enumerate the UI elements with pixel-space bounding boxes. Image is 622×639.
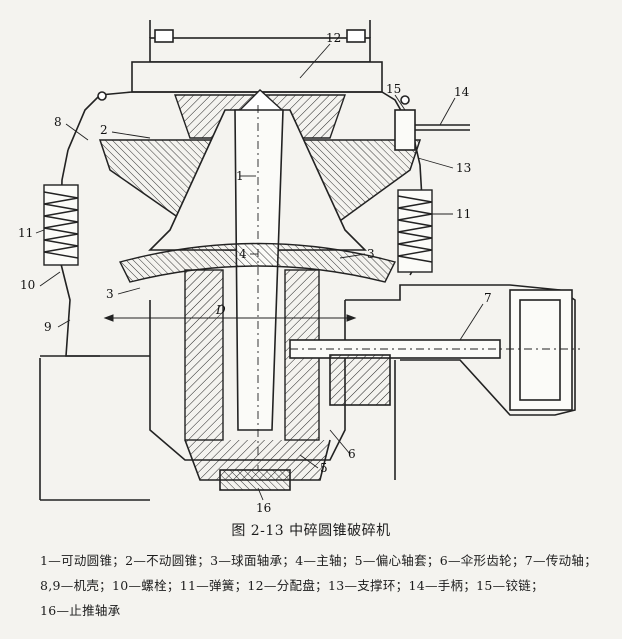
lower-housing xyxy=(40,300,396,501)
main-shaft xyxy=(234,105,284,470)
legend-item: 16—止推轴承 xyxy=(40,603,121,618)
callout-4: 4 xyxy=(239,247,247,261)
callout-8: 8 xyxy=(54,115,62,129)
legend-item: 5—偏心轴套； xyxy=(354,553,440,568)
spring-right xyxy=(397,189,433,273)
drive-shaft-housing xyxy=(289,284,580,416)
callout-7: 7 xyxy=(484,291,492,305)
callout-11-left: 11 xyxy=(18,226,33,240)
callout-6: 6 xyxy=(348,447,356,461)
legend-item: 1—可动圆锥； xyxy=(40,553,126,568)
spring-left xyxy=(43,184,79,266)
callout-16: 16 xyxy=(256,501,271,515)
legend-item: 6—伞形齿轮； xyxy=(439,553,525,568)
dimension-d-label: D xyxy=(215,303,226,317)
legend-item: 2—不动圆锥； xyxy=(125,553,211,568)
callout-5: 5 xyxy=(320,461,328,475)
crusher-drawing: 1 2 3 3 4 5 6 7 8 9 10 11 11 12 13 14 15… xyxy=(18,20,580,515)
legend-item: 3—球面轴承； xyxy=(210,553,296,568)
legend-item: 4—主轴； xyxy=(295,553,355,568)
callouts: 1 2 3 3 4 5 6 7 8 9 10 11 11 12 13 14 15… xyxy=(18,31,492,515)
legend-item: 13—支撑环； xyxy=(327,578,409,593)
callout-14: 14 xyxy=(454,85,470,99)
legend-item: 15—铰链； xyxy=(476,578,544,593)
callout-9: 9 xyxy=(44,320,52,334)
callout-3-left: 3 xyxy=(106,287,114,301)
callout-2: 2 xyxy=(100,123,108,137)
legend-item: 10—螺栓； xyxy=(111,578,180,593)
callout-10: 10 xyxy=(20,278,35,292)
legend-item: 14—手柄； xyxy=(408,578,477,593)
figure-caption: 图 2-13 中碎圆锥破碎机 xyxy=(231,523,391,539)
callout-15: 15 xyxy=(386,82,401,96)
figure-legend: 1—可动圆锥；2—不动圆锥；3—球面轴承；4—主轴；5—偏心轴套；6—伞形齿轮；… xyxy=(40,548,600,623)
callout-3-right: 3 xyxy=(367,247,375,261)
callout-1: 1 xyxy=(236,169,244,183)
legend-item: 12—分配盘； xyxy=(247,578,328,593)
callout-11-right: 11 xyxy=(456,207,471,221)
callout-12: 12 xyxy=(326,31,341,45)
callout-13: 13 xyxy=(456,161,471,175)
legend-item: 11—弹簧； xyxy=(179,578,248,593)
leader-lines xyxy=(35,43,484,501)
dimension-line xyxy=(103,314,357,322)
legend-item: 8,9—机壳； xyxy=(40,578,112,593)
legend-item: 7—传动轴； xyxy=(524,553,598,568)
